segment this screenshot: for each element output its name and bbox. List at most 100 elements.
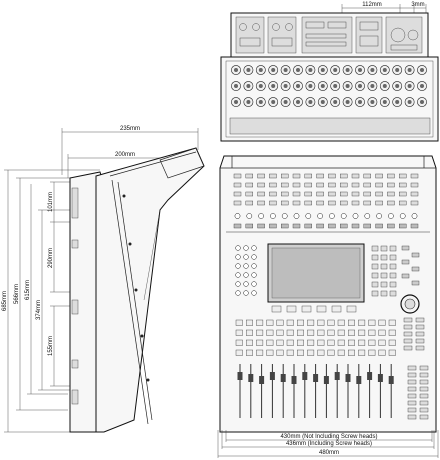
strip-button — [257, 191, 265, 197]
grid-button — [317, 319, 325, 326]
fader-cap — [356, 376, 362, 384]
grid-button — [348, 319, 355, 326]
right-button — [389, 263, 397, 270]
strip-button — [399, 223, 407, 229]
grid-button — [256, 319, 264, 326]
xlr-pin-icon — [370, 68, 375, 72]
grid-button — [378, 349, 386, 356]
strip-button — [363, 182, 371, 188]
strip-button — [245, 182, 254, 188]
xlr-pin-icon — [234, 68, 238, 72]
xlr-pin-icon — [345, 84, 350, 88]
dim-235mm: 235mm — [120, 126, 140, 132]
grid-button — [235, 319, 243, 326]
xlr-connector-rows — [231, 65, 427, 107]
side-key — [419, 379, 429, 385]
strip-button — [257, 173, 265, 179]
side-key — [419, 400, 429, 406]
grid-button — [368, 339, 376, 346]
grid-button — [297, 319, 304, 326]
fader-cap — [291, 376, 297, 384]
grid-button — [388, 319, 396, 326]
grid-button — [327, 329, 335, 336]
xlr-pin-icon — [308, 84, 313, 88]
strip-button — [328, 182, 336, 188]
knob-icon — [234, 213, 241, 219]
strip-button — [399, 200, 407, 206]
knob-icon — [305, 213, 312, 219]
xlr-pin-icon — [258, 68, 263, 72]
strip-button — [351, 173, 360, 179]
side-buttons — [235, 245, 420, 313]
strip-button — [257, 200, 265, 206]
right-button — [371, 254, 379, 261]
grid-button — [378, 319, 386, 326]
fader-cap — [388, 376, 394, 384]
xlr-pin-icon — [345, 68, 350, 72]
xlr-pin-icon — [333, 84, 338, 88]
left-button-icon — [235, 290, 241, 296]
right-button — [380, 272, 388, 279]
side-key — [419, 386, 429, 392]
right-button — [371, 290, 379, 297]
strip-button — [387, 182, 395, 188]
right-button — [411, 252, 420, 258]
side-key — [419, 414, 429, 420]
xlr-pin-icon — [258, 84, 263, 88]
grid-button — [235, 339, 243, 346]
xlr-pin-icon — [296, 100, 300, 104]
right-button — [371, 272, 379, 279]
xlr-pin-icon — [395, 100, 400, 104]
display-button — [316, 305, 327, 313]
xlr-pin-icon — [407, 100, 412, 104]
grid-button — [403, 324, 413, 330]
xlr-pin-icon — [283, 68, 288, 72]
dim-3mm: 3mm — [411, 2, 424, 8]
strip-button — [269, 200, 277, 206]
grid-button — [348, 329, 355, 336]
xlr-pin-icon — [420, 100, 424, 104]
strip-button — [281, 182, 289, 188]
xlr-pin-icon — [283, 100, 288, 104]
grid-button — [403, 338, 413, 344]
strip-button — [399, 182, 407, 188]
right-button — [411, 266, 420, 272]
grid-button — [415, 338, 425, 344]
display-button — [286, 305, 297, 313]
right-button — [380, 245, 388, 252]
button-grid — [235, 317, 425, 356]
strip-button — [328, 173, 336, 179]
right-button — [389, 290, 397, 297]
strip-button — [304, 173, 312, 179]
grid-button — [307, 329, 315, 336]
strip-button — [281, 191, 289, 197]
grid-button — [317, 329, 325, 336]
left-button-icon — [243, 263, 249, 269]
fader-cap — [323, 376, 329, 384]
strip-button — [233, 200, 242, 206]
xlr-pin-icon — [283, 84, 288, 88]
grid-button — [286, 339, 294, 346]
strip-button — [245, 191, 254, 197]
grid-button — [256, 329, 264, 336]
left-button-icon — [251, 254, 257, 260]
strip-button — [316, 200, 324, 206]
grid-button — [388, 339, 396, 346]
strip-button — [340, 200, 348, 206]
xlr-pin-icon — [395, 84, 400, 88]
grid-button — [276, 349, 284, 356]
grid-button — [286, 319, 294, 326]
knob-icon — [376, 213, 382, 219]
grid-button — [256, 349, 264, 356]
xlr-pin-icon — [370, 100, 375, 104]
grid-button — [327, 339, 335, 346]
strip-button — [269, 182, 277, 188]
xlr-pin-icon — [234, 100, 238, 104]
dim-374mm: 374mm — [36, 300, 42, 320]
knob-icon — [281, 213, 288, 219]
grid-button — [245, 339, 253, 346]
dim-200mm: 200mm — [115, 152, 135, 158]
grid-button — [235, 329, 243, 336]
left-button-icon — [251, 272, 257, 278]
dim-155mm: 155mm — [48, 336, 54, 356]
